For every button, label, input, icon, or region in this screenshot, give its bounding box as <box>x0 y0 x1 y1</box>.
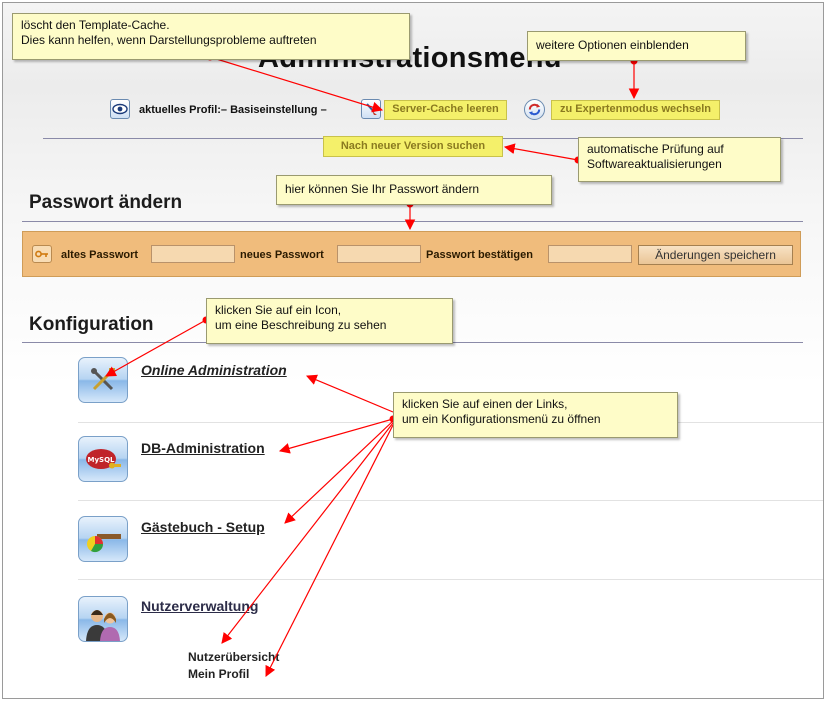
refresh-icon[interactable] <box>524 99 545 120</box>
mysql-database-icon[interactable]: MySQL <box>78 436 128 482</box>
guestbook-setup-link[interactable]: Gästebuch - Setup <box>141 519 265 535</box>
callout-line: hier können Sie Ihr Passwort ändern <box>285 182 480 196</box>
callout-auto-update: automatische Prüfung auf Softwareaktuali… <box>578 137 781 182</box>
new-password-input[interactable] <box>337 245 421 263</box>
svg-text:MySQL: MySQL <box>88 456 116 464</box>
callout-line: löscht den Template-Cache. <box>21 18 170 32</box>
profile-label: aktuelles Profil:– Basiseinstellung – <box>139 104 327 116</box>
profile-label-text: aktuelles Profil: <box>139 104 221 116</box>
users-icon[interactable] <box>78 596 128 642</box>
guestbook-icon[interactable] <box>78 516 128 562</box>
callout-link-click: klicken Sie auf einen der Links, um ein … <box>393 392 678 438</box>
confirm-password-input[interactable] <box>548 245 632 263</box>
confirm-password-label: Passwort bestätigen <box>426 249 533 261</box>
new-password-label: neues Passwort <box>240 249 324 261</box>
old-password-label: altes Passwort <box>61 249 139 261</box>
user-overview-link[interactable]: Nutzerübersicht <box>188 650 280 664</box>
callout-line: weitere Optionen einblenden <box>536 38 689 52</box>
callout-template-cache: löscht den Template-Cache. Dies kann hel… <box>12 13 410 60</box>
server-cache-button[interactable]: Server-Cache leeren <box>384 100 507 120</box>
callout-password: hier können Sie Ihr Passwort ändern <box>276 175 552 205</box>
save-changes-button[interactable]: Änderungen speichern <box>638 245 793 265</box>
password-section-title: Passwort ändern <box>29 192 183 213</box>
row-separator <box>78 579 823 580</box>
db-administration-link[interactable]: DB-Administration <box>141 440 265 456</box>
config-section-title: Konfiguration <box>29 314 154 335</box>
callout-line: automatische Prüfung auf <box>587 142 724 156</box>
callout-line: klicken Sie auf einen der Links, <box>402 397 568 411</box>
key-icon <box>32 245 52 263</box>
callout-line: Dies kann helfen, wenn Darstellungsprobl… <box>21 33 317 47</box>
old-password-input[interactable] <box>151 245 235 263</box>
online-administration-link[interactable]: Online Administration <box>141 362 287 378</box>
broom-icon[interactable] <box>361 99 381 119</box>
tools-icon[interactable] <box>78 357 128 403</box>
update-check-button[interactable]: Nach neuer Version suchen <box>323 136 503 157</box>
row-separator <box>78 500 823 501</box>
callout-more-options: weitere Optionen einblenden <box>527 31 746 61</box>
callout-line: um eine Beschreibung zu sehen <box>215 318 387 332</box>
eye-icon[interactable] <box>110 99 130 119</box>
callout-line: klicken Sie auf ein Icon, <box>215 303 342 317</box>
profile-value: – Basiseinstellung – <box>220 104 327 116</box>
callout-icon-click: klicken Sie auf ein Icon, um eine Beschr… <box>206 298 453 344</box>
callout-line: Softwareaktualisierungen <box>587 157 722 171</box>
callout-line: um ein Konfigurationsmenü zu öffnen <box>402 412 601 426</box>
expert-mode-button[interactable]: zu Expertenmodus wechseln <box>551 100 720 120</box>
password-divider <box>22 221 803 222</box>
my-profile-link[interactable]: Mein Profil <box>188 667 250 681</box>
user-management-link[interactable]: Nutzerverwaltung <box>141 598 259 614</box>
